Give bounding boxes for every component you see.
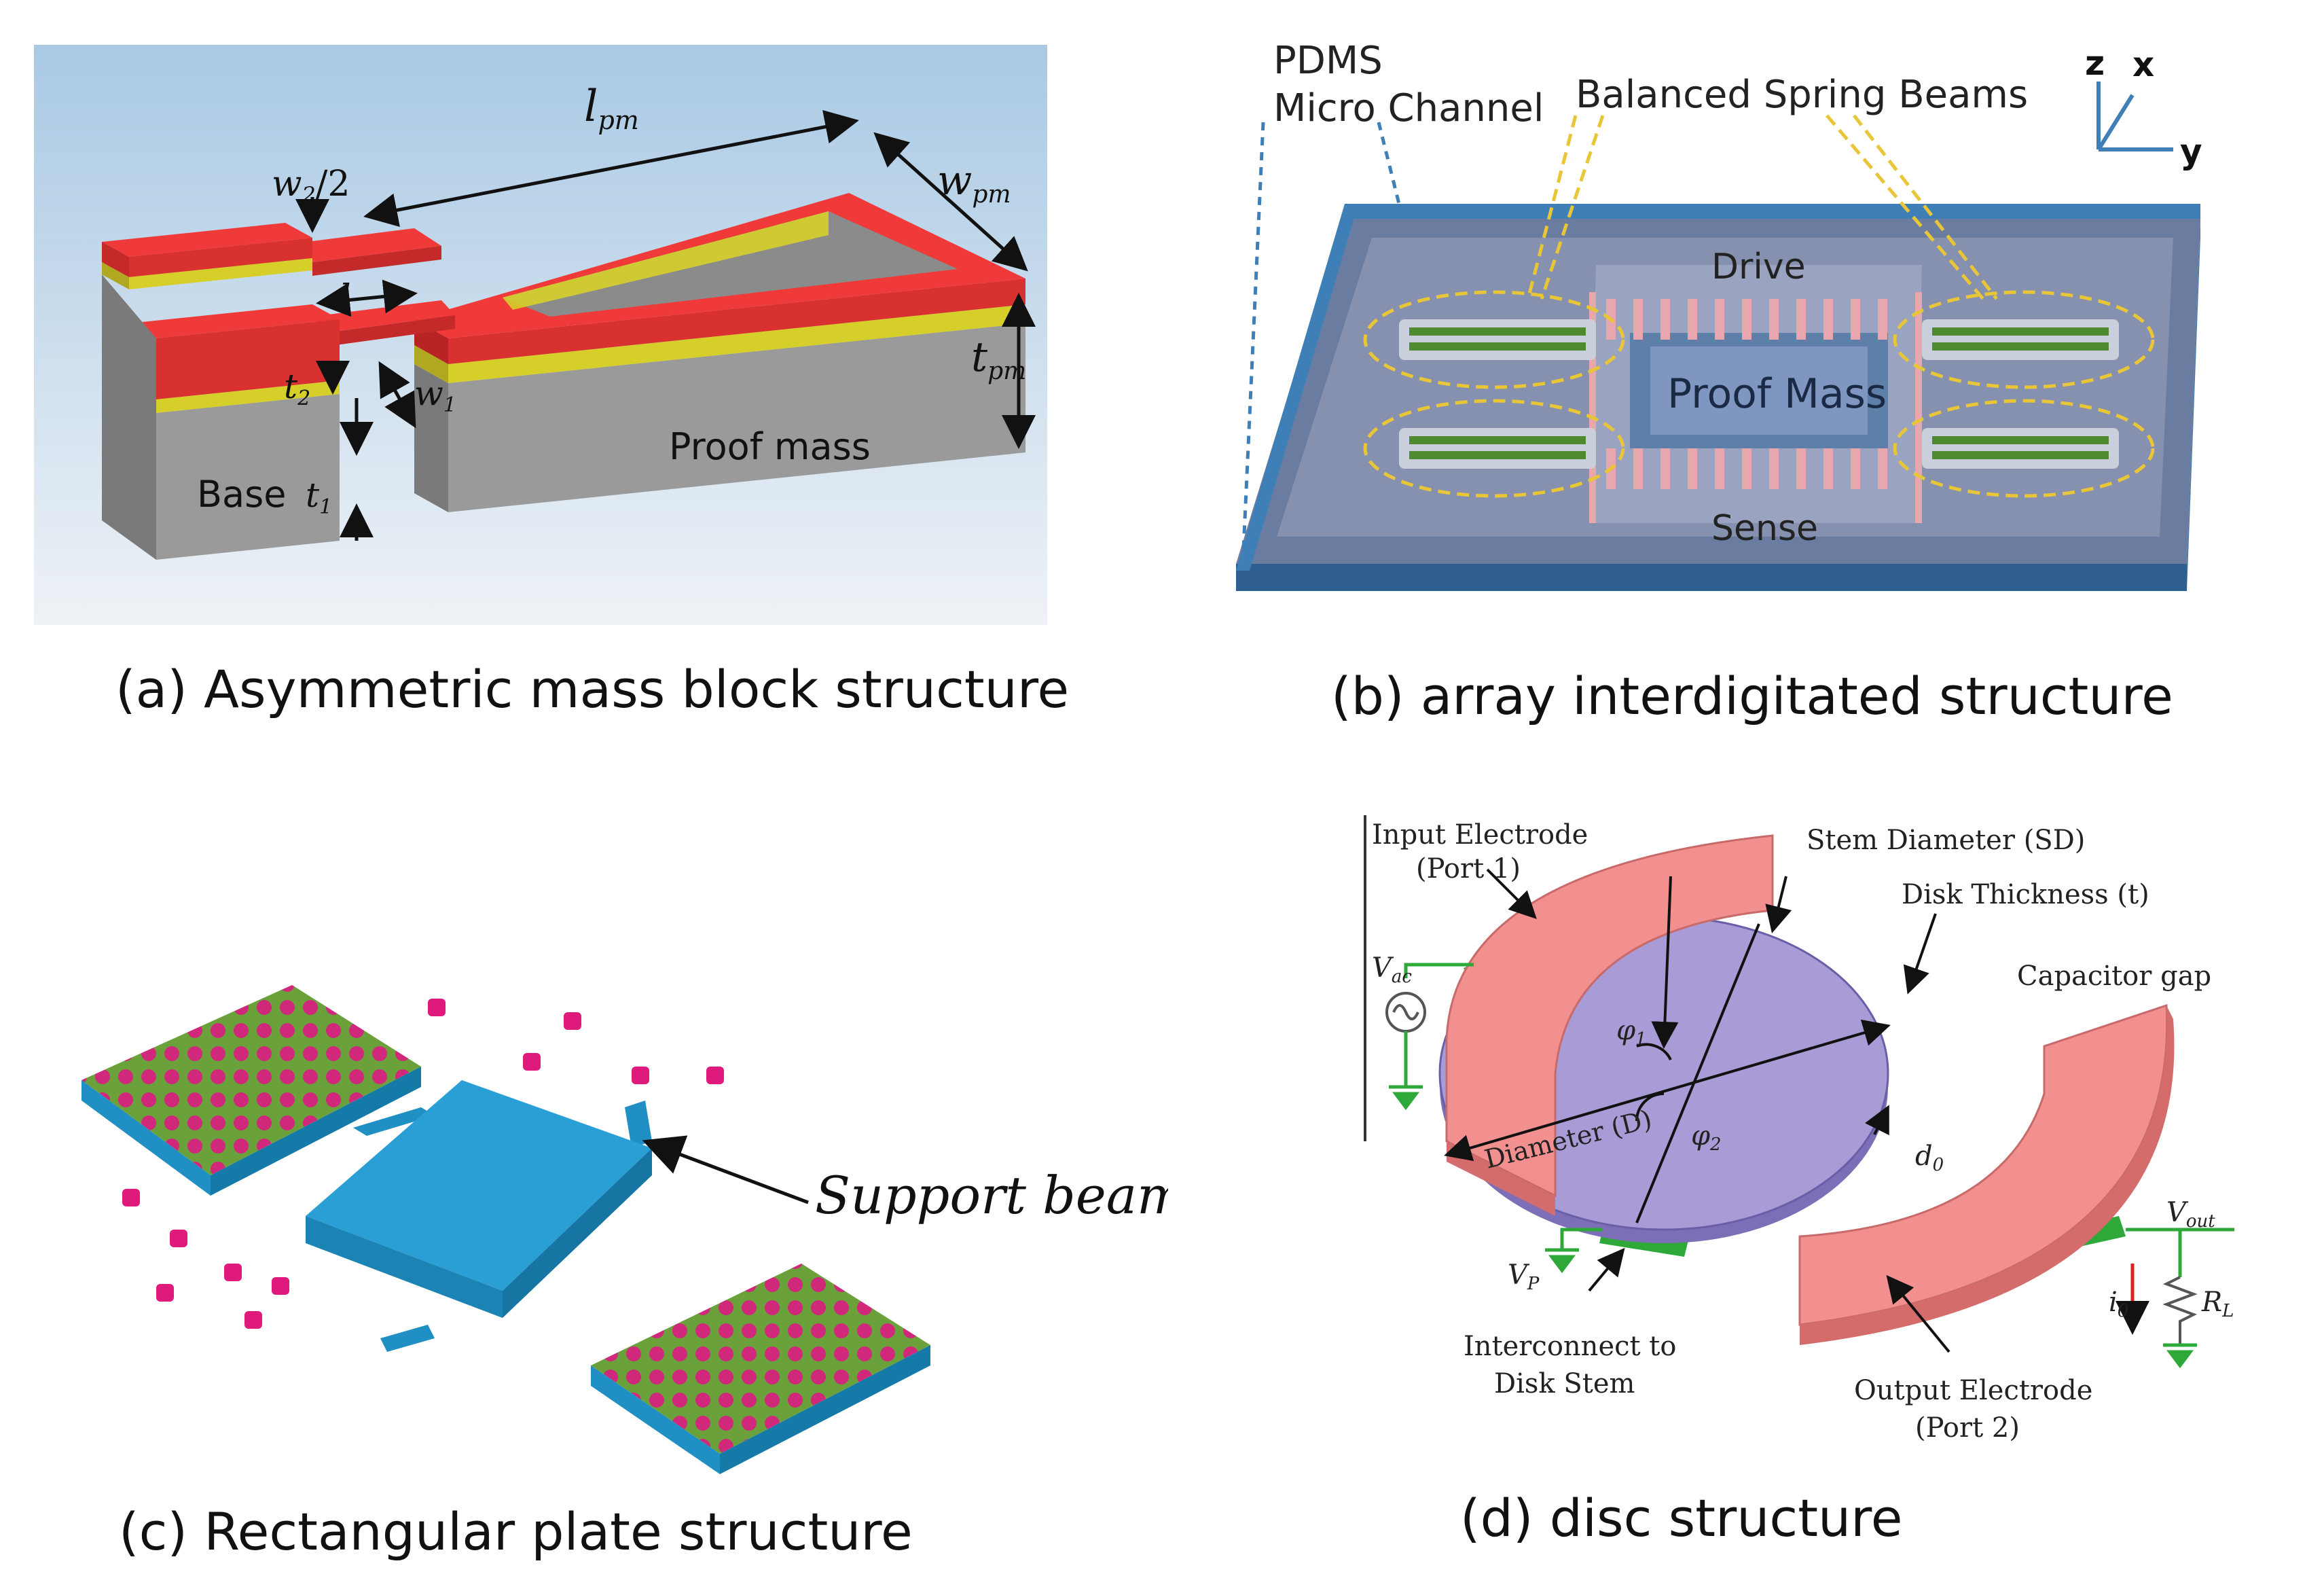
caption-a: (a) Asymmetric mass block structure	[115, 659, 1070, 719]
label-proof-mass: Proof Mass	[1667, 370, 1887, 418]
highlight-ellipses	[1363, 114, 2155, 498]
caption-c: (c) Rectangular plate structure	[119, 1501, 913, 1562]
label-micro-channel: Micro Channel	[1273, 86, 1544, 130]
label-t2: t2	[284, 367, 310, 410]
label-port-2: (Port 2)	[1915, 1412, 2020, 1444]
label-output-electrode: Output Electrode	[1854, 1375, 2092, 1406]
axis-y-label: y	[2180, 132, 2202, 171]
left-grid-block	[81, 985, 421, 1196]
label-sense: Sense	[1711, 508, 1818, 549]
label-phi-1: φ1	[1616, 1015, 1647, 1050]
proof-mass-block	[414, 193, 1025, 512]
label-input-electrode: Input Electrode	[1372, 819, 1588, 851]
interdigitated-diagram: z x y PDMS Micro Channel Balanced Spring…	[1236, 39, 2202, 591]
label-v-p: VP	[1508, 1259, 1540, 1294]
dimension-arrows	[295, 110, 1036, 541]
base-block	[102, 223, 340, 560]
label-proof-mass: Proof mass	[669, 425, 871, 468]
axis-z-label: z	[2085, 43, 2105, 83]
label-drive: Drive	[1711, 247, 1806, 287]
panel-b-figure: z x y PDMS Micro Channel Balanced Spring…	[1222, 34, 2282, 632]
panel-d-figure: Input Electrode (Port 1) Stem Diameter (…	[1351, 802, 2282, 1481]
label-i0: i0	[2109, 1287, 2128, 1321]
label-capacitor-gap: Capacitor gap	[2017, 961, 2211, 992]
central-plate	[306, 1080, 652, 1318]
label-d0: d0	[1915, 1141, 1944, 1175]
label-interconnect: Interconnect to	[1464, 1331, 1676, 1362]
label-w-pm: wpm	[937, 157, 1011, 209]
label-pdms: PDMS	[1273, 39, 1383, 83]
label-t1: t1	[306, 476, 332, 519]
proof-mass	[1589, 265, 1922, 523]
right-grid-block	[591, 1264, 930, 1474]
label-support-beam: Support beam	[815, 1165, 1168, 1226]
label-phi-2: φ2	[1691, 1120, 1722, 1155]
label-t-pm: tpm	[971, 334, 1026, 385]
label-v-ac: Vac	[1372, 952, 1412, 987]
label-w1: w1	[414, 374, 456, 417]
label-l: l	[340, 278, 351, 319]
label-port-1: (Port 1)	[1416, 853, 1521, 884]
axis-icon	[2096, 82, 2173, 151]
label-disk-stem: Disk Stem	[1494, 1368, 1635, 1399]
vp-ground	[1545, 1228, 1603, 1274]
fingers	[1589, 292, 1922, 523]
output-electrode	[1798, 1003, 2175, 1345]
label-base: Base	[197, 473, 287, 516]
particles	[122, 999, 724, 1329]
rectangular-plate-diagram: Support beam	[81, 985, 1168, 1474]
disk-guides	[1444, 868, 1950, 1353]
label-v-out: Vout	[2166, 1197, 2215, 1232]
panel-a-figure: lpm wpm tpm w2/2 l t2 w1 t1 Proof mass B…	[34, 45, 1047, 625]
label-l-pm: lpm	[584, 82, 639, 135]
label-rl: RL	[2201, 1287, 2234, 1321]
disc-structure-diagram: Input Electrode (Port 1) Stem Diameter (…	[1364, 815, 2234, 1444]
spring-beams	[1399, 319, 2119, 469]
caption-b: (b) array interdigitated structure	[1331, 666, 2173, 726]
ac-source-circuit	[1385, 963, 1474, 1111]
label-stem-diameter: Stem Diameter (SD)	[1806, 825, 2085, 856]
output-circuit	[2126, 1228, 2234, 1369]
support-beam-arrow	[642, 1135, 809, 1204]
axis-x-label: x	[2132, 45, 2154, 84]
asymmetric-mass-diagram: lpm wpm tpm w2/2 l t2 w1 t1 Proof mass B…	[34, 45, 1047, 625]
label-w2: w2/2	[272, 164, 350, 208]
panel-c-figure: Support beam	[68, 904, 1168, 1501]
label-disk-thickness: Disk Thickness (t)	[1902, 879, 2149, 910]
caption-d: (d) disc structure	[1460, 1488, 1903, 1548]
label-balanced-spring-beams: Balanced Spring Beams	[1576, 73, 2028, 117]
